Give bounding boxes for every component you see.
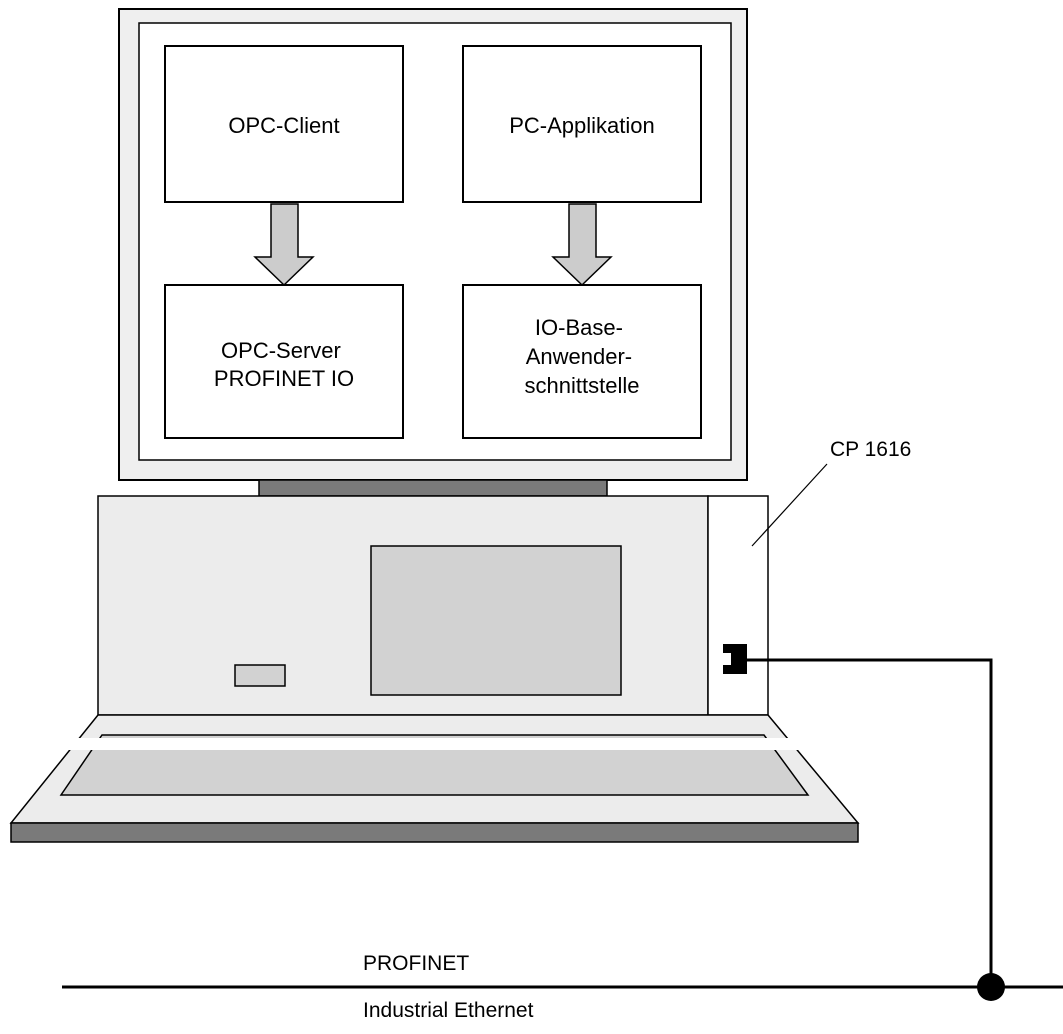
network-label-line1: PROFINET [363, 952, 469, 975]
opc-server-label-line1: OPC-Server [221, 338, 341, 363]
arrow-client-to-server [253, 203, 315, 287]
power-button [234, 664, 286, 687]
cp1616-label: CP 1616 [830, 438, 911, 461]
ethernet-port-slot [719, 653, 731, 665]
io-base-box [462, 284, 702, 439]
network-junction-dot [977, 973, 1005, 1001]
opc-server-label: OPC-Server PROFINET IO [214, 338, 354, 391]
network-label-line2: Industrial Ethernet [363, 999, 534, 1022]
keyboard-base-edge [10, 822, 859, 843]
cp1616-card [707, 495, 769, 716]
pc-app-box [462, 45, 702, 203]
io-base-label-line3: schnittstelle [525, 373, 640, 398]
drive-panel [370, 545, 622, 696]
overlay-mask [40, 738, 1063, 750]
pc-app-label: PC-Applikation [509, 113, 655, 138]
cp1616-pointer-line [751, 463, 828, 547]
opc-client-box [164, 45, 404, 203]
opc-server-label-line2: PROFINET IO [214, 366, 354, 391]
io-base-label: IO-Base- Anwender- schnittstelle [525, 315, 640, 398]
io-base-label-line2: Anwender- [526, 344, 632, 369]
io-base-label-line1: IO-Base- [535, 315, 623, 340]
arrow-app-to-iobase [551, 203, 613, 287]
opc-server-box [164, 284, 404, 439]
opc-client-label: OPC-Client [228, 113, 339, 138]
